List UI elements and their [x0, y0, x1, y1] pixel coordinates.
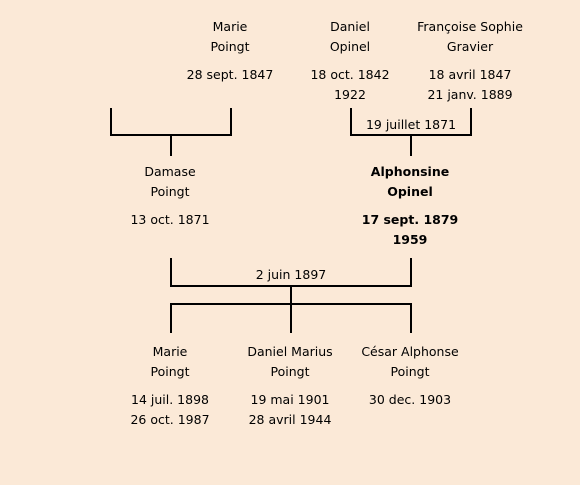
last-name: Poingt	[390, 364, 430, 379]
birth-date: 18 avril 1847	[428, 67, 512, 82]
last-name: Opinel	[387, 184, 433, 199]
death-date: 1922	[334, 87, 366, 102]
connector-line	[410, 303, 412, 333]
last-name: Poingt	[150, 184, 190, 199]
person-marie-poingt-grandparent[interactable]: Marie Poingt 28 sept. 1847	[165, 17, 295, 85]
person-alphonsine-opinel[interactable]: Alphonsine Opinel 17 sept. 1879 1959	[345, 162, 475, 250]
connector-line	[350, 108, 352, 136]
connector-line	[410, 134, 412, 156]
marriage-date: 2 juin 1897	[246, 267, 336, 283]
last-name: Poingt	[210, 39, 250, 54]
person-daniel-marius-poingt[interactable]: Daniel Marius Poingt 19 mai 1901 28 avri…	[225, 342, 355, 430]
first-name: Marie	[212, 19, 248, 34]
last-name: Poingt	[150, 364, 190, 379]
birth-date: 17 sept. 1879	[361, 212, 459, 227]
connector-line	[230, 108, 232, 136]
birth-date: 28 sept. 1847	[186, 67, 274, 82]
last-name: Opinel	[329, 39, 371, 54]
death-date: 1959	[392, 232, 428, 247]
connector-line	[410, 258, 412, 287]
birth-date: 30 dec. 1903	[368, 392, 452, 407]
connector-line	[110, 108, 112, 136]
birth-date: 19 mai 1901	[250, 392, 330, 407]
connector-line	[470, 108, 472, 136]
connector-line	[290, 285, 292, 305]
first-name: Alphonsine	[370, 164, 450, 179]
first-name: Daniel	[330, 19, 370, 34]
death-date: 21 janv. 1889	[427, 87, 513, 102]
first-name: Françoise Sophie	[417, 19, 523, 34]
last-name: Poingt	[270, 364, 310, 379]
person-francoise-sophie-gravier[interactable]: Françoise Sophie Gravier 18 avril 1847 2…	[405, 17, 535, 105]
person-cesar-alphonse-poingt[interactable]: César Alphonse Poingt 30 dec. 1903	[345, 342, 475, 410]
connector-line	[290, 303, 292, 333]
connector-line	[170, 134, 172, 156]
first-name: Marie	[152, 344, 188, 359]
first-name: Damase	[144, 164, 196, 179]
person-marie-poingt-child[interactable]: Marie Poingt 14 juil. 1898 26 oct. 1987	[105, 342, 235, 430]
first-name: César Alphonse	[361, 344, 459, 359]
death-date: 26 oct. 1987	[130, 412, 210, 427]
birth-date: 13 oct. 1871	[130, 212, 210, 227]
connector-line	[170, 303, 172, 333]
person-daniel-opinel[interactable]: Daniel Opinel 18 oct. 1842 1922	[285, 17, 415, 105]
last-name: Gravier	[446, 39, 494, 54]
birth-date: 18 oct. 1842	[310, 67, 390, 82]
person-damase-poingt[interactable]: Damase Poingt 13 oct. 1871	[105, 162, 235, 230]
marriage-date: 19 juillet 1871	[360, 117, 462, 133]
death-date: 28 avril 1944	[248, 412, 332, 427]
first-name: Daniel Marius	[247, 344, 333, 359]
connector-line	[170, 258, 172, 287]
birth-date: 14 juil. 1898	[131, 392, 209, 407]
